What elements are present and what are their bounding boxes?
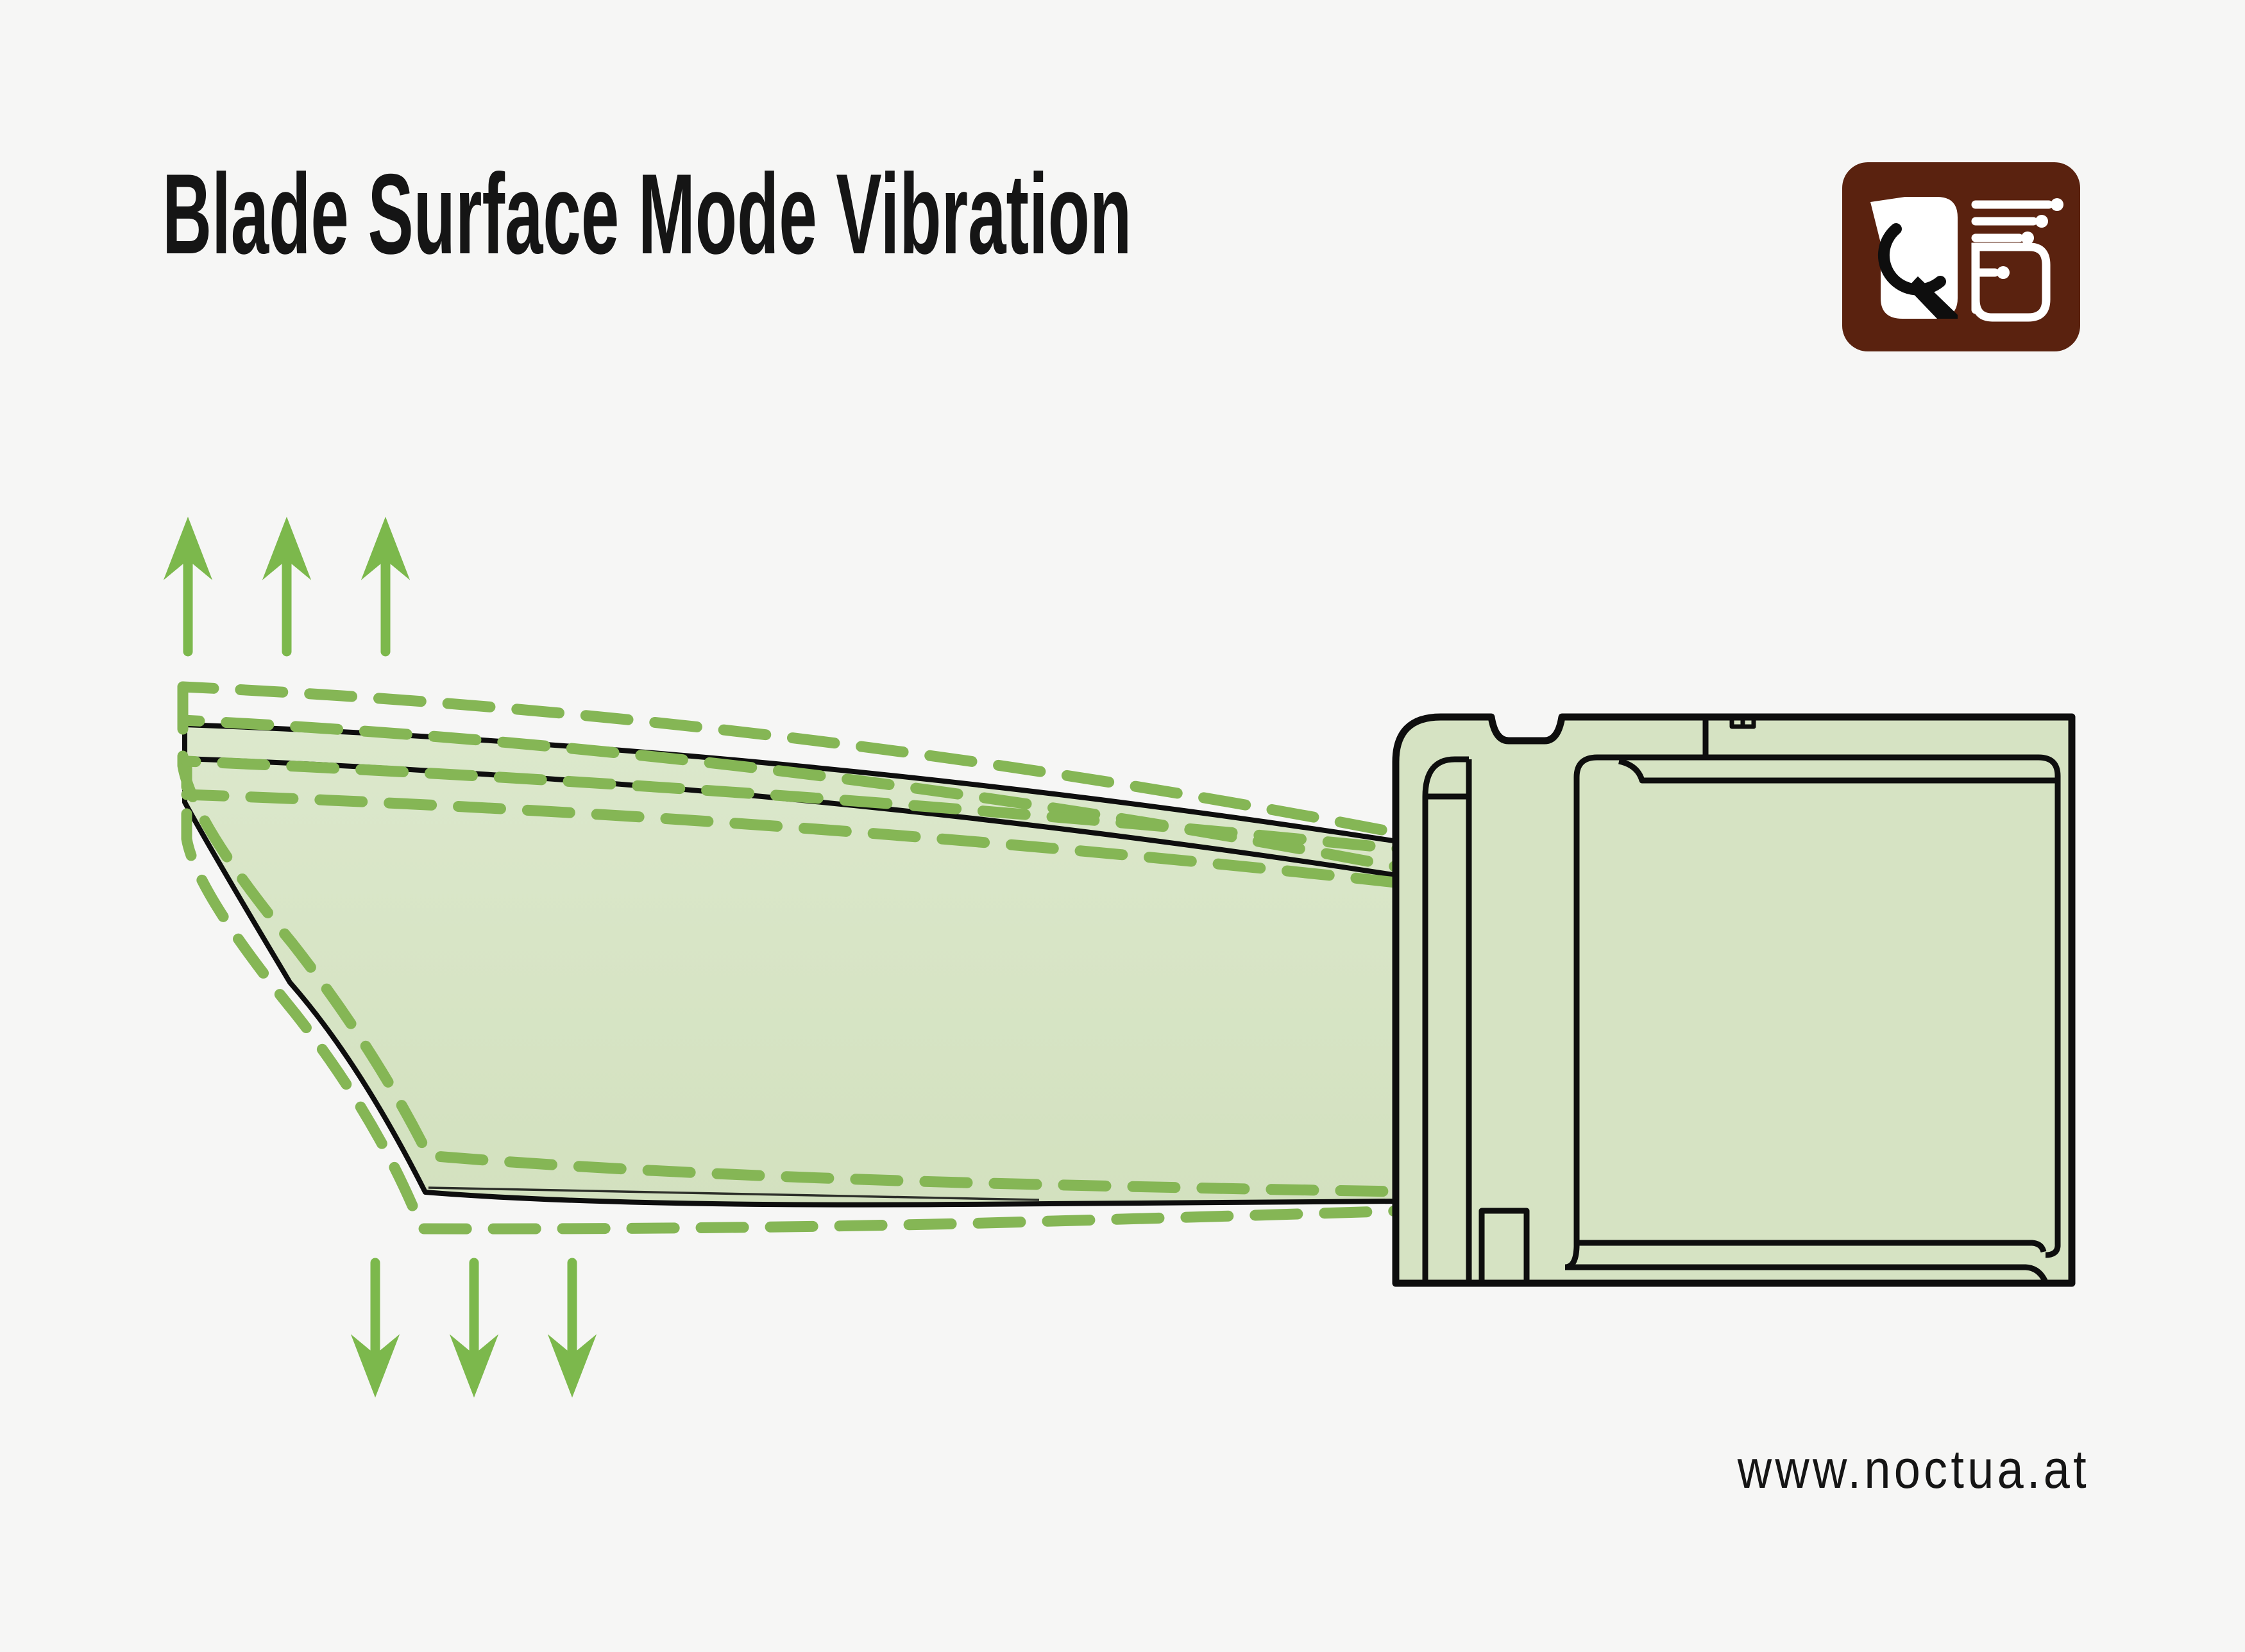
impeller-base-bottom-line [1565,1264,2049,1284]
hub-outer-body [1392,713,2076,1287]
hub-inner-details [1422,717,2061,1284]
vibration-outline-down [181,755,1407,1235]
down-outline-top-edge-2 [181,789,1407,889]
impeller-base-top-line [1577,1240,2047,1253]
fan-frame-hub [1392,713,2076,1287]
impeller-top-line-inner [1618,758,2058,784]
impeller-top-line-outer [1573,754,2061,778]
page-title: Blade Surface Mode Vibration [162,151,1131,278]
vibration-displaced-outlines [177,681,1407,1235]
impeller-right-edge [2045,776,2061,1258]
hub-base-notch [1478,1208,1530,1283]
hub-top-slot [1729,717,1756,729]
down-outline-tip-and-bottom [181,755,1407,1235]
noctua-owl-icon [1870,197,2063,322]
down-outline-top-edge-1 [181,755,1407,855]
up-outline-top-edge-1 [177,681,1407,839]
up-outline-tip-and-bottom [177,681,1407,1197]
blade-trailing-edge-echo [428,1186,1040,1201]
website-url: www.noctua.at [1737,1439,2090,1499]
noctua-logo [1842,162,2080,351]
